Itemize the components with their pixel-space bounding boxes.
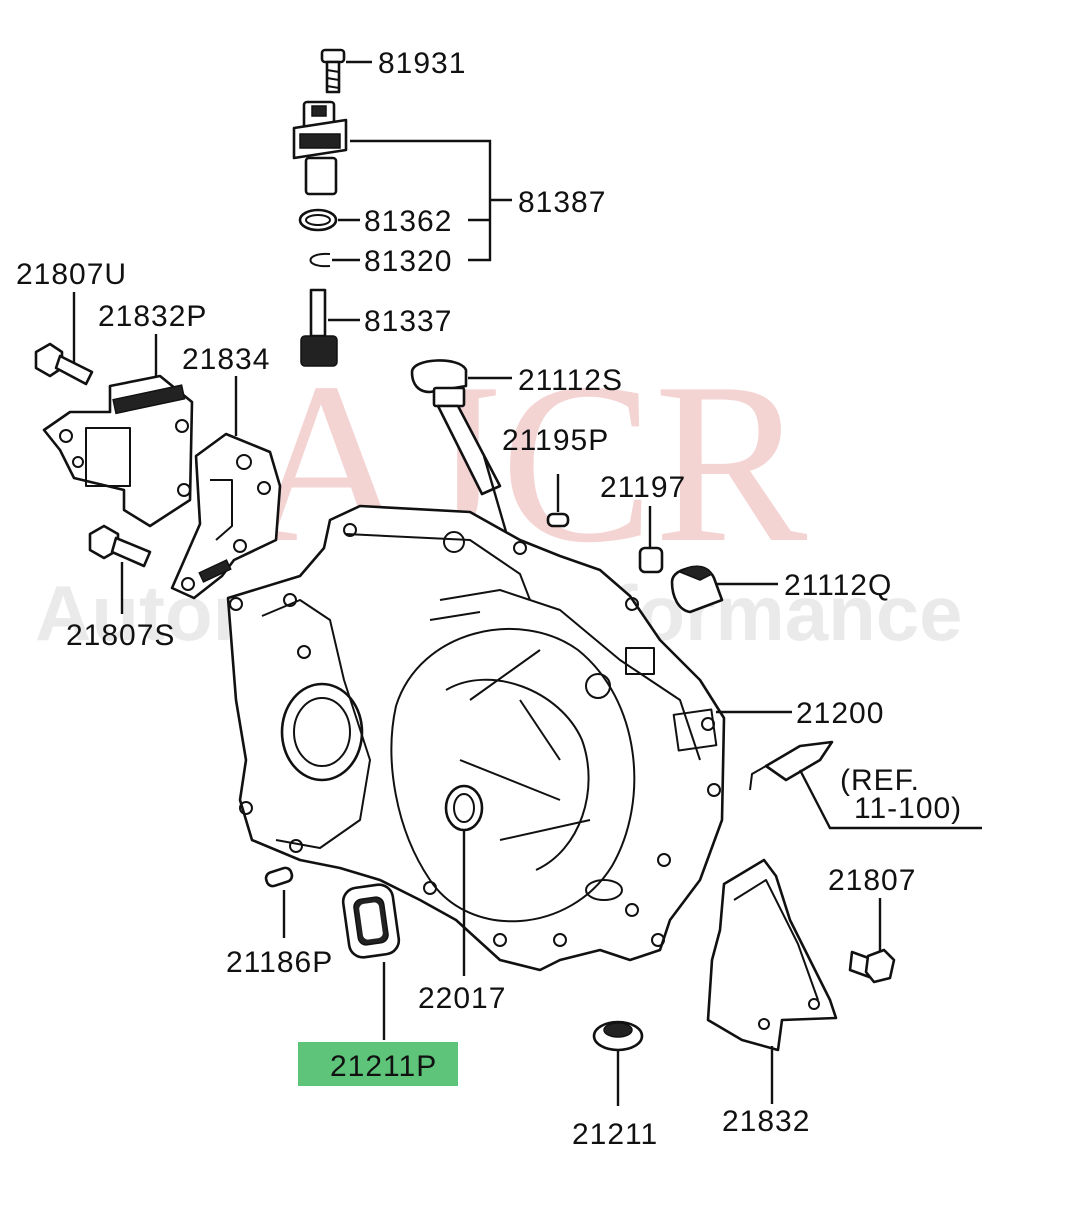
label-21112S: 21112S (518, 364, 623, 397)
cover-21832[interactable] (706, 858, 838, 1052)
label-21834: 21834 (182, 343, 270, 376)
label-81362: 81362 (364, 205, 452, 238)
label-21832: 21832 (722, 1105, 810, 1138)
label-22017: 22017 (418, 982, 506, 1015)
driven-gear-81337[interactable] (300, 288, 338, 367)
ref-line1: (REF. (840, 764, 920, 797)
label-21807U: 21807U (16, 258, 127, 291)
plug-21197[interactable] (638, 546, 664, 574)
label-81337: 81337 (364, 305, 452, 338)
ref-line2: 11-100) (854, 792, 962, 825)
bolt-21807[interactable] (848, 948, 896, 984)
bolt-21807S[interactable] (88, 524, 152, 568)
label-21211P[interactable]: 21211P (330, 1050, 437, 1083)
cap-21112Q[interactable] (670, 565, 724, 614)
pin-21195P[interactable] (546, 512, 570, 528)
label-21807S: 21807S (66, 619, 175, 652)
pin-21186P[interactable] (264, 866, 294, 888)
label-21197: 21197 (600, 471, 686, 504)
cap-21112S[interactable] (410, 359, 502, 496)
grommet-21211[interactable] (592, 1020, 644, 1052)
label-21211: 21211 (572, 1118, 658, 1151)
sealant-tube[interactable] (749, 740, 834, 791)
label-81387: 81387 (518, 186, 606, 219)
bolt-81931[interactable] (320, 48, 346, 94)
label-21195P: 21195P (502, 424, 609, 457)
speed-sensor-81387[interactable] (292, 100, 348, 196)
oring-81362[interactable] (298, 208, 338, 232)
seal-22017[interactable] (444, 784, 484, 832)
label-21807: 21807 (828, 864, 916, 897)
label-21112Q: 21112Q (784, 569, 892, 602)
label-81320: 81320 (364, 245, 452, 278)
highlight-box (298, 1042, 458, 1086)
clip-81320[interactable] (309, 252, 331, 268)
label-21200: 21200 (796, 697, 884, 730)
label-21186P: 21186P (226, 946, 333, 979)
transmission-case-21200[interactable] (226, 504, 726, 972)
label-21832P: 21832P (98, 300, 207, 333)
bolt-21807U[interactable] (34, 342, 94, 386)
label-81931: 81931 (378, 47, 466, 80)
bracket-21832P[interactable] (42, 374, 194, 528)
seal-21211P[interactable] (341, 883, 401, 959)
bracket-21834[interactable] (170, 432, 282, 600)
